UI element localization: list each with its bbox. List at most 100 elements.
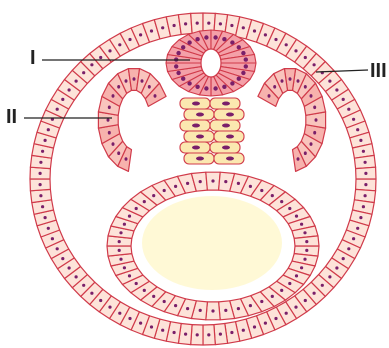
nucleus — [305, 249, 308, 252]
nucleus — [226, 135, 234, 139]
nucleus — [196, 157, 204, 161]
neural-tube — [166, 30, 256, 96]
nucleus — [112, 94, 115, 98]
nucleus — [364, 194, 367, 197]
nucleus — [47, 128, 50, 131]
nucleus — [313, 131, 316, 135]
nucleus — [328, 275, 331, 278]
nucleus — [128, 274, 131, 277]
nucleus — [192, 102, 200, 106]
nucleus — [51, 237, 54, 240]
nucleus — [242, 26, 245, 29]
nucleus — [288, 282, 291, 285]
nucleus — [107, 118, 110, 122]
nucleus — [364, 183, 367, 186]
nucleus — [135, 207, 138, 210]
nucleus — [288, 207, 291, 210]
nucleus — [347, 108, 350, 111]
nucleus — [295, 215, 298, 218]
nucleus — [310, 142, 313, 146]
neural-canal — [201, 49, 221, 77]
nucleus — [56, 108, 59, 111]
nucleus — [118, 312, 121, 315]
nucleus — [117, 85, 120, 89]
nucleus — [199, 309, 202, 312]
nucleus — [271, 194, 274, 197]
nucleus — [335, 266, 338, 269]
nucleus — [260, 300, 263, 303]
nucleus — [362, 150, 365, 153]
nucleus — [41, 150, 44, 153]
nucleus — [281, 79, 284, 83]
nucleus — [364, 161, 367, 164]
nucleus — [108, 106, 111, 110]
nucleus — [222, 37, 226, 41]
nucleus — [271, 295, 274, 298]
nucleus — [364, 172, 367, 175]
nucleus — [174, 64, 178, 68]
nucleus — [184, 22, 187, 25]
nucleus — [90, 63, 93, 66]
nucleus — [241, 51, 245, 55]
nucleus — [222, 146, 230, 150]
nucleus — [226, 113, 234, 117]
nucleus — [213, 86, 217, 90]
nucleus — [237, 307, 240, 310]
nucleus — [139, 33, 142, 36]
nucleus — [181, 45, 185, 49]
nucleus — [230, 81, 234, 85]
nucleus — [196, 333, 199, 336]
nucleus — [253, 29, 256, 32]
left-mesoderm-somite — [98, 69, 166, 172]
nucleus — [44, 139, 47, 142]
nucleus — [356, 128, 359, 131]
nucleus — [294, 49, 297, 52]
nucleus — [274, 317, 277, 320]
nucleus — [230, 331, 233, 334]
nucleus — [241, 71, 245, 75]
nucleus — [230, 24, 233, 27]
nucleus — [44, 216, 47, 219]
nucleus — [237, 77, 241, 81]
nucleus — [128, 38, 131, 41]
nucleus — [268, 94, 271, 98]
nucleus — [143, 289, 146, 292]
label-I: I — [30, 48, 36, 68]
nucleus — [264, 322, 267, 325]
nucleus — [335, 88, 338, 91]
nucleus — [41, 205, 44, 208]
nucleus — [141, 79, 144, 83]
nucleus — [139, 322, 142, 325]
notochord — [180, 98, 244, 164]
label-II: II — [6, 107, 17, 127]
nucleus — [108, 306, 111, 309]
nucleus — [328, 80, 331, 83]
nucleus — [150, 29, 153, 32]
nucleus — [219, 22, 222, 25]
nucleus — [237, 182, 240, 185]
nucleus — [224, 309, 227, 312]
nucleus — [222, 102, 230, 106]
nucleus — [61, 98, 64, 101]
nucleus — [244, 57, 248, 61]
nucleus — [294, 306, 297, 309]
nucleus — [148, 85, 151, 89]
nucleus — [304, 85, 307, 89]
nucleus — [128, 215, 131, 218]
nucleus — [82, 71, 85, 74]
nucleus — [352, 118, 355, 121]
nucleus — [260, 189, 263, 192]
nucleus — [39, 183, 42, 186]
nucleus — [295, 274, 298, 277]
nucleus — [310, 94, 313, 98]
nucleus — [297, 157, 300, 161]
nucleus — [300, 223, 303, 226]
nucleus — [207, 333, 210, 336]
nucleus — [264, 33, 267, 36]
nucleus — [119, 258, 122, 261]
nucleus — [347, 247, 350, 250]
nucleus — [186, 307, 189, 310]
nucleus — [39, 172, 42, 175]
nucleus — [362, 205, 365, 208]
